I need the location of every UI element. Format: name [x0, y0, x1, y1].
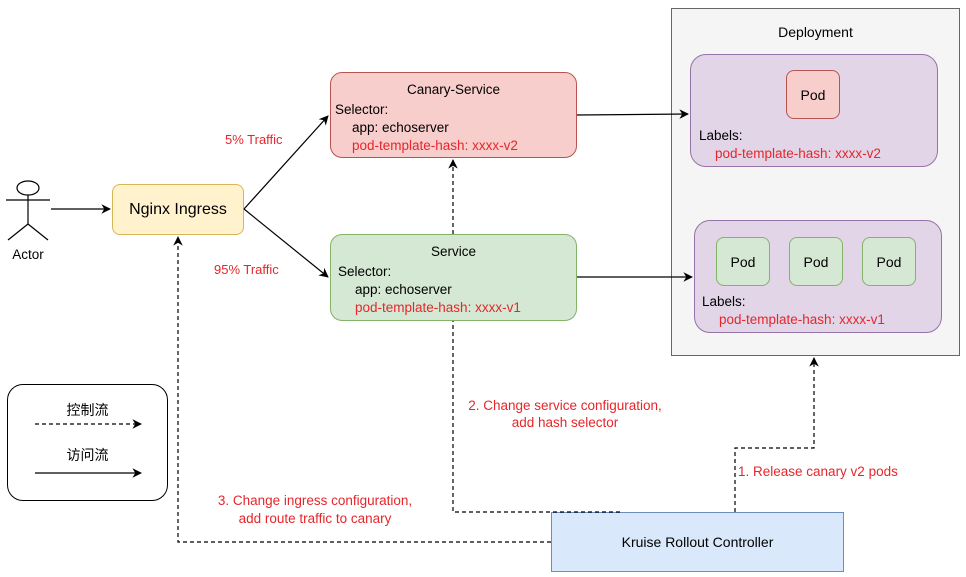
legend-control-flow-label: 控制流: [66, 402, 109, 418]
pod-label: Pod: [876, 253, 902, 270]
ingress-to-canary-arrow: [243, 115, 329, 210]
canary-service-node[interactable]: [330, 72, 577, 158]
canary-group-hash-label: pod-template-hash: xxxx-v2: [715, 146, 881, 161]
legend-box: [7, 384, 168, 501]
step2-label-line2: add hash selector: [511, 415, 619, 430]
step3-label-line2: add route traffic to canary: [238, 511, 392, 526]
canary-service-app-label: app: echoserver: [352, 120, 449, 135]
pod-label: Pod: [730, 253, 756, 270]
step3-label-line1: 3. Change ingress configuration,: [217, 493, 413, 508]
stable-group-labels-label: Labels:: [702, 294, 746, 309]
step2-label-line1: 2. Change service configuration,: [468, 398, 662, 413]
actor-label: Actor: [12, 247, 44, 262]
actor-icon: [6, 180, 50, 241]
canary-service-selector-label: Selector:: [335, 102, 389, 117]
canary-group-labels-label: Labels:: [699, 128, 743, 143]
step1-label: 1. Release canary v2 pods: [738, 464, 898, 479]
nginx-ingress-label: Nginx Ingress: [129, 200, 227, 218]
stable-traffic-label: 95% Traffic: [214, 262, 279, 277]
stable-group-hash-label: pod-template-hash: xxxx-v1: [719, 312, 885, 327]
pod-label: Pod: [800, 86, 826, 103]
service-app-label: app: echoserver: [355, 282, 452, 297]
pod-label: Pod: [803, 253, 829, 270]
canary-service-title: Canary-Service: [406, 82, 501, 97]
canary-pod[interactable]: Pod: [786, 70, 840, 119]
kruise-rollout-controller-node[interactable]: Kruise Rollout Controller: [551, 512, 844, 572]
service-hash-label: pod-template-hash: xxxx-v1: [355, 300, 521, 315]
stable-pod-1[interactable]: Pod: [716, 237, 770, 286]
deployment-title: Deployment: [778, 24, 853, 40]
service-selector-label: Selector:: [338, 264, 392, 279]
controller-to-deployment-dashed-arrow: [734, 357, 819, 512]
controller-label: Kruise Rollout Controller: [621, 534, 774, 550]
service-title: Service: [430, 244, 476, 259]
nginx-ingress-node[interactable]: Nginx Ingress: [112, 184, 244, 235]
canary-traffic-label: 5% Traffic: [225, 132, 283, 147]
stable-pod-3[interactable]: Pod: [862, 237, 916, 286]
legend-access-flow-label: 访问流: [66, 447, 109, 463]
canary-service-hash-label: pod-template-hash: xxxx-v2: [352, 138, 518, 153]
stable-pod-2[interactable]: Pod: [789, 237, 843, 286]
